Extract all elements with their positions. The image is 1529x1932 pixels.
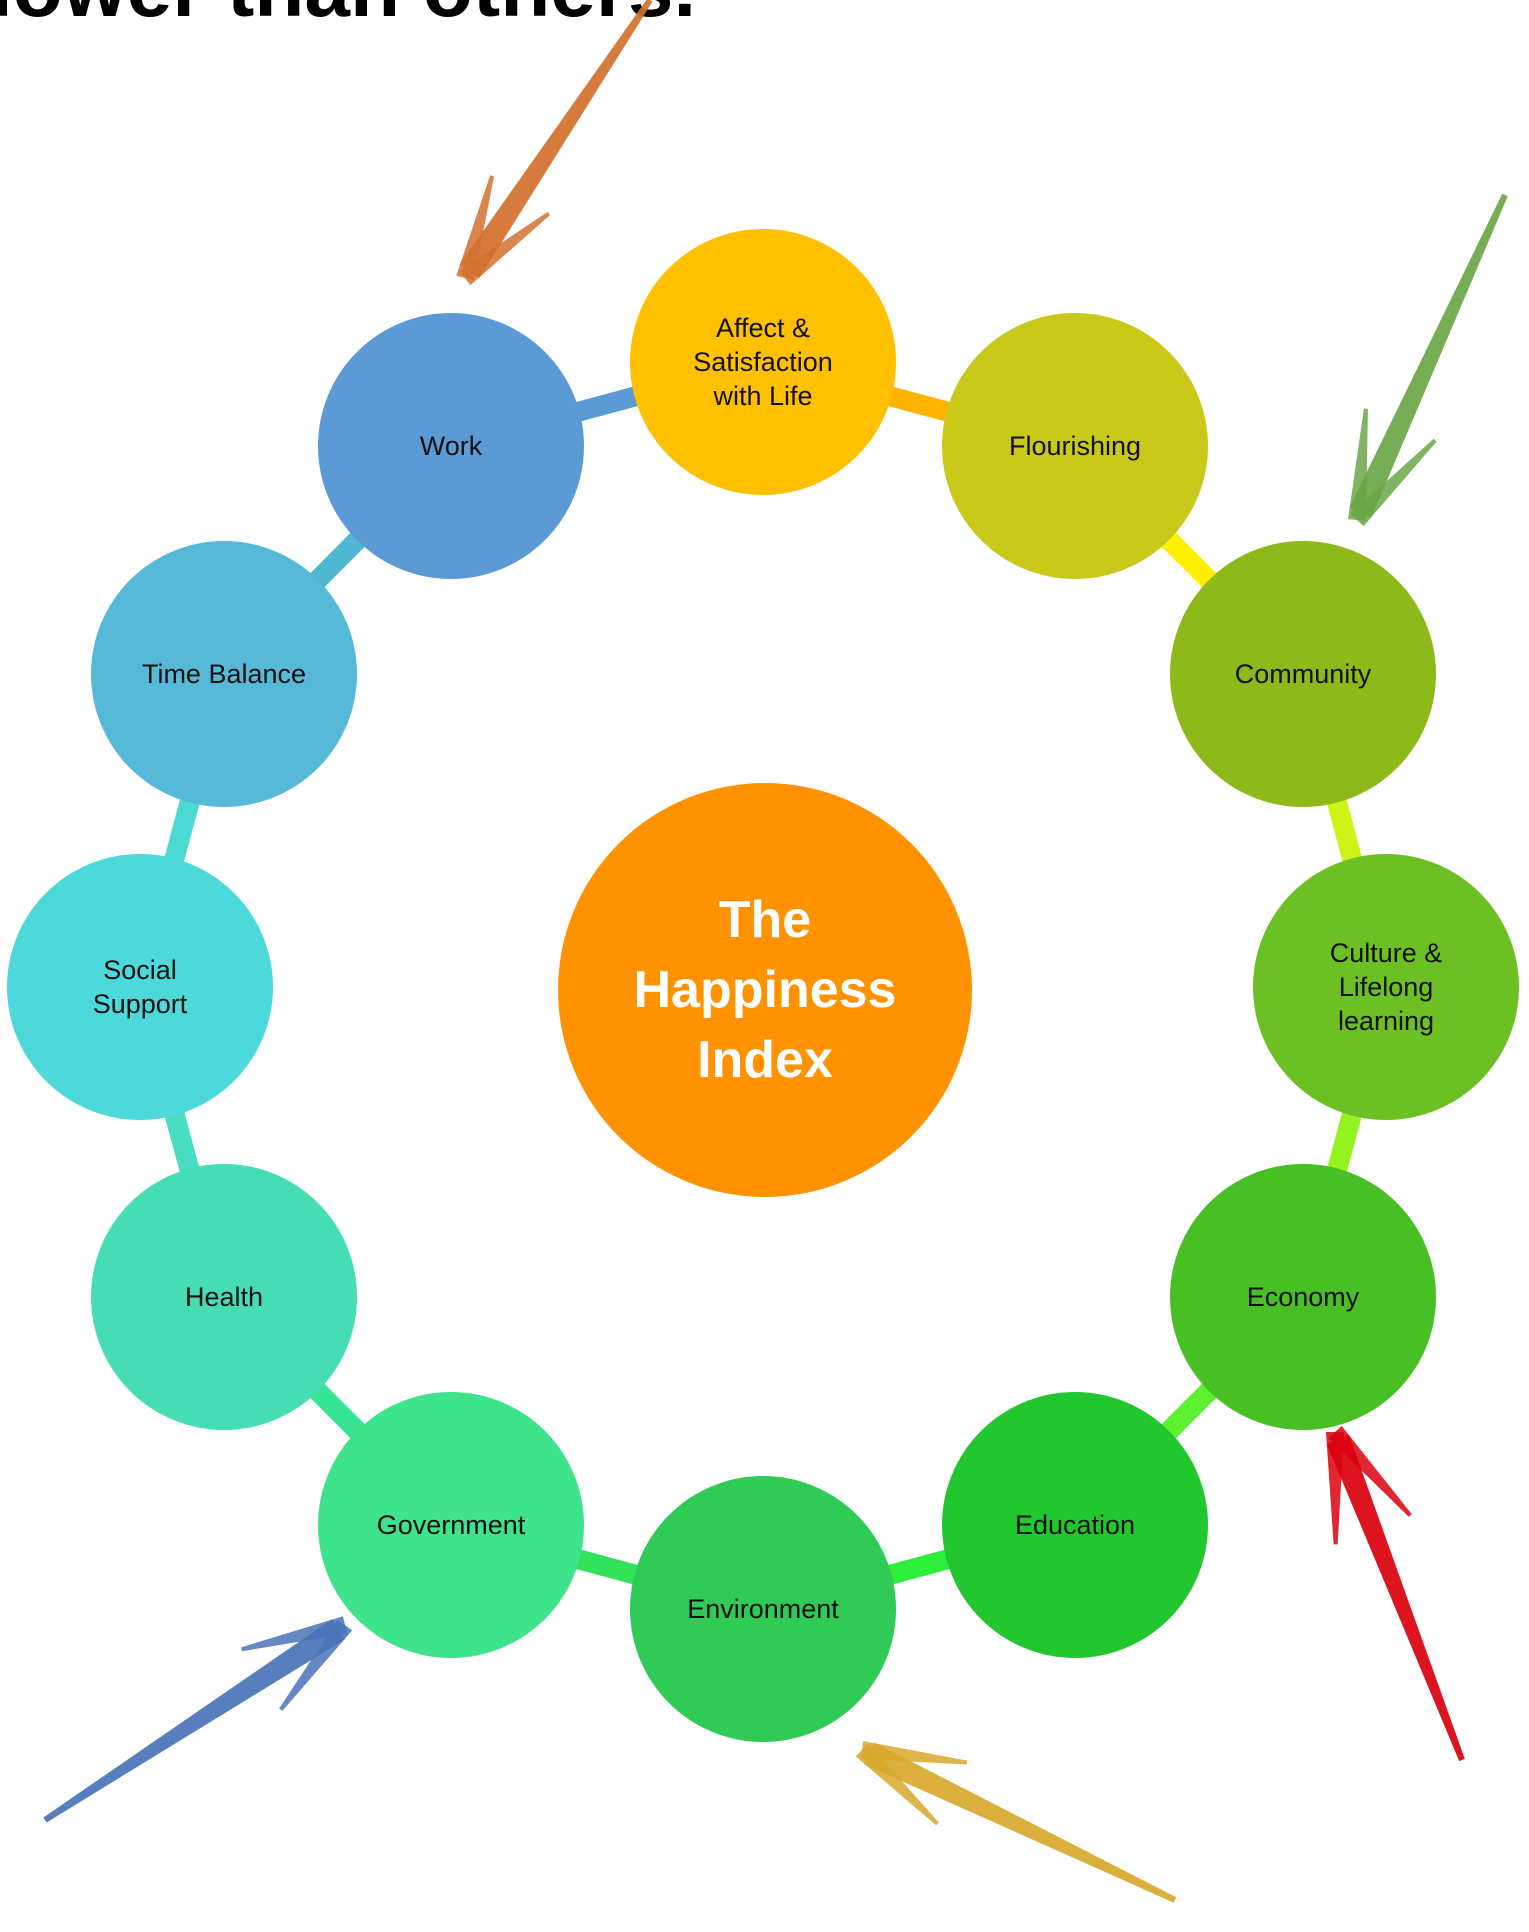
center-node: The Happiness Index	[558, 783, 972, 1197]
connector-environment	[571, 1548, 643, 1586]
connector-social-support	[163, 794, 201, 867]
node-culture: Culture & Lifelong learning	[1253, 854, 1519, 1120]
green-arrow	[1348, 193, 1508, 527]
node-label-affect-satisfaction: Affect & Satisfaction with Life	[693, 313, 833, 411]
node-work: Work	[318, 313, 584, 579]
node-social-support: Social Support	[7, 854, 273, 1120]
node-community: Community	[1170, 541, 1436, 807]
connector-affect-satisfaction	[883, 385, 955, 423]
blue-arrow	[43, 1616, 353, 1823]
node-flourishing: Flourishing	[942, 313, 1208, 579]
node-label-education: Education	[1014, 1510, 1136, 1540]
connector-health	[163, 1106, 201, 1178]
node-environment: Environment	[630, 1476, 896, 1742]
node-label-environment: Environment	[687, 1594, 839, 1624]
connector-time-balance	[306, 528, 369, 592]
gold-arrow	[855, 1741, 1177, 1903]
node-education: Education	[942, 1392, 1208, 1658]
connector-flourishing	[1157, 528, 1221, 592]
node-government: Government	[318, 1392, 584, 1658]
heading: lower than others.	[0, 0, 696, 30]
connector-work	[571, 385, 643, 423]
node-label-government: Government	[376, 1510, 526, 1540]
node-affect-satisfaction: Affect & Satisfaction with Life	[630, 229, 896, 495]
red-arrow	[1326, 1425, 1465, 1762]
center-label: The Happiness Index	[633, 891, 897, 1089]
node-label-social-support: Social Support	[92, 955, 188, 1019]
node-time-balance: Time Balance	[91, 541, 357, 807]
node-economy: Economy	[1170, 1164, 1436, 1430]
orange-arrow	[456, 0, 653, 286]
connector-economy	[1157, 1379, 1221, 1443]
node-label-culture: Culture & Lifelong learning	[1329, 938, 1443, 1036]
node-health: Health	[91, 1164, 357, 1430]
node-label-community: Community	[1234, 659, 1372, 689]
node-label-work: Work	[419, 431, 483, 461]
connector-education	[883, 1548, 955, 1586]
connector-culture	[1326, 1107, 1363, 1177]
node-label-flourishing: Flourishing	[1008, 431, 1142, 461]
connector-government	[306, 1379, 369, 1443]
node-label-economy: Economy	[1246, 1282, 1360, 1312]
node-label-health: Health	[184, 1282, 264, 1312]
connector-community	[1325, 794, 1364, 867]
node-label-time-balance: Time Balance	[141, 659, 307, 689]
